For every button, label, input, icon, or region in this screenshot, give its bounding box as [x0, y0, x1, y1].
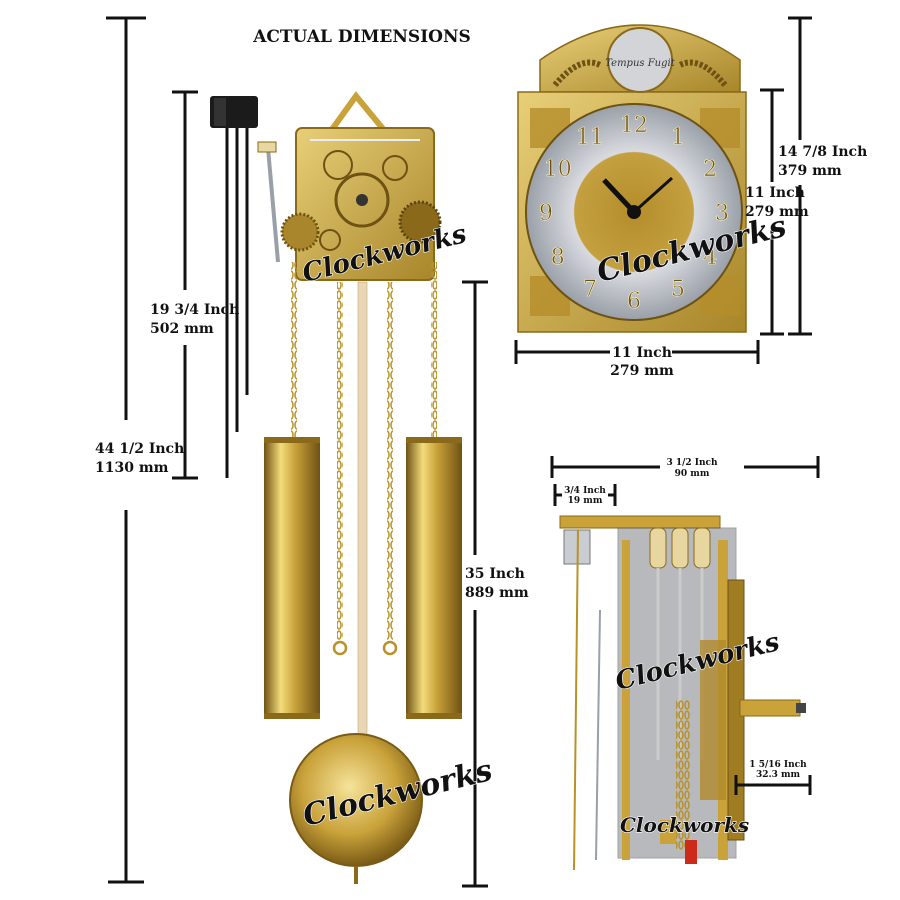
dial-square-height-dimension: 11 Inch 279 mm [745, 88, 809, 336]
hammer-offset-imperial: 3/4 Inch [564, 486, 606, 496]
chain-ring-left [332, 640, 348, 656]
overall-height-metric: 1130 mm [95, 460, 169, 476]
dial-numeral: 9 [539, 201, 553, 226]
hammer-offset-dimension: 3/4 Inch 19 mm [553, 484, 617, 506]
dial-height-metric: 379 mm [778, 163, 842, 179]
overall-height-dimension: 44 1/2 Inch 1130 mm [95, 16, 184, 884]
moon-dial [607, 27, 673, 93]
pendulum-length-metric: 889 mm [465, 585, 529, 601]
right-weight-shell [406, 437, 462, 719]
dial-width-dimension: 11 Inch 279 mm [514, 340, 760, 379]
left-weight-chain [291, 262, 297, 437]
dial-width-metric: 279 mm [610, 363, 674, 379]
arbor-length-dimension: 1 5/16 Inch 32.3 mm [734, 757, 812, 795]
clock-movement-side [559, 515, 806, 871]
dial-square-height-imperial: 11 Inch [745, 185, 805, 201]
chime-rod-assembly [210, 96, 258, 478]
pendulum-length-imperial: 35 Inch [465, 566, 525, 582]
dial-height-imperial: 14 7/8 Inch [778, 144, 867, 160]
overall-height-imperial: 44 1/2 Inch [95, 441, 184, 457]
arbor-length-imperial: 1 5/16 Inch [749, 760, 807, 770]
chain-ring-right [382, 640, 398, 656]
dial-numeral: 6 [627, 289, 641, 314]
hammer-offset-metric: 19 mm [568, 496, 603, 506]
movement-depth-imperial: 3 1/2 Inch [666, 458, 718, 468]
movement-depth-dimension: 3 1/2 Inch 90 mm [550, 456, 820, 482]
dial-numeral: 7 [583, 277, 597, 302]
arbor-length-metric: 32.3 mm [756, 770, 801, 780]
minute-hand [632, 176, 674, 214]
pendulum-rod [357, 281, 368, 753]
dial-numeral: 2 [703, 157, 717, 182]
center-right-chain [387, 282, 393, 640]
dial-numeral: 10 [544, 157, 572, 182]
watermark-side-bottom: Clockworks [620, 813, 749, 837]
pendulum-length-dimension: 35 Inch 889 mm [462, 280, 529, 888]
left-weight-shell [264, 437, 320, 719]
movement-height-dimension: 19 3/4 Inch 502 mm [150, 90, 239, 480]
moon-dial-text: Tempus Fugit [605, 58, 675, 69]
dial-square-height-metric: 279 mm [745, 204, 809, 220]
dial-height-dimension: 14 7/8 Inch 379 mm [778, 16, 867, 336]
center-left-chain [337, 282, 343, 640]
dial-numeral: 1 [671, 125, 685, 150]
clock-movement-front [257, 91, 442, 281]
pendulum-bob [289, 733, 423, 884]
movement-height-imperial: 19 3/4 Inch [150, 302, 239, 318]
dial-numeral: 11 [576, 125, 604, 150]
dial-numeral: 5 [671, 277, 685, 302]
dial-numeral: 3 [715, 201, 729, 226]
right-weight-chain [431, 262, 437, 437]
dial-width-imperial: 11 Inch [612, 345, 672, 361]
dial-numeral: 8 [551, 245, 565, 270]
movement-height-metric: 502 mm [150, 321, 214, 337]
movement-depth-metric: 90 mm [675, 469, 710, 479]
diagram-title: ACTUAL DIMENSIONS [252, 27, 471, 47]
dial-numeral: 12 [620, 113, 648, 138]
dial-numeral: 4 [703, 245, 717, 270]
hour-hand [602, 178, 636, 214]
